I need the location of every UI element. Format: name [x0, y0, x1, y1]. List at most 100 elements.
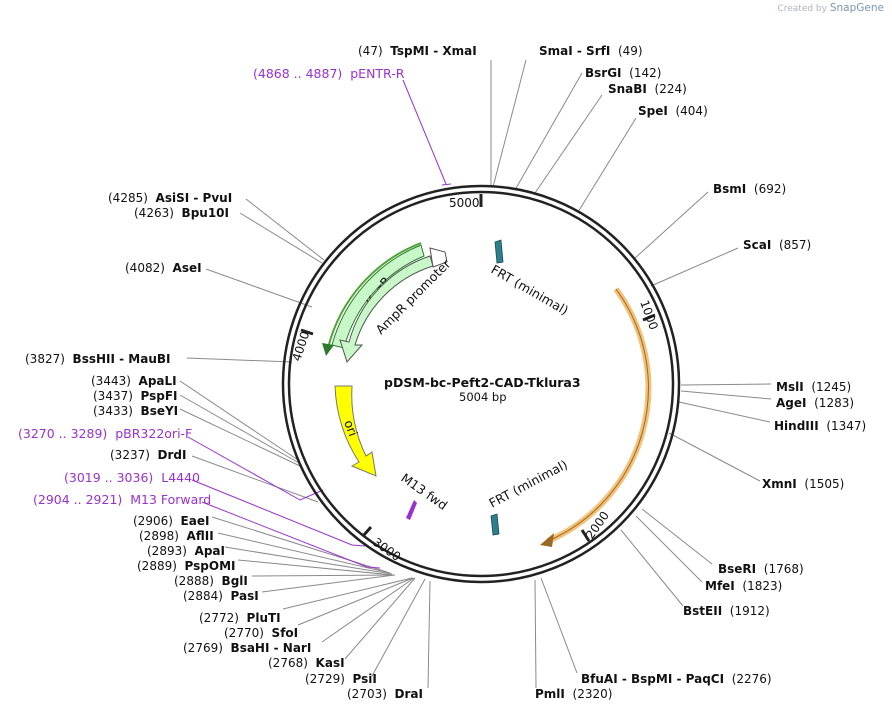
- site-label[interactable]: BfuAI - BspMI - PaqCI (2276): [581, 672, 772, 686]
- site-position: (857): [778, 238, 812, 252]
- site-enzyme: BsrGI: [585, 66, 622, 80]
- site-label[interactable]: (3827) BssHII - MauBI: [25, 352, 170, 366]
- site-label[interactable]: MfeI (1823): [705, 579, 782, 593]
- site-connector-lines: [179, 59, 772, 689]
- frt-marker-top: [494, 239, 504, 264]
- site-label[interactable]: PmlI (2320): [535, 687, 612, 701]
- primer-label[interactable]: (3270 .. 3289) pBR322ori-F: [18, 427, 192, 441]
- site-label[interactable]: HindIII (1347): [774, 419, 866, 433]
- ori-arrow: [334, 385, 377, 477]
- site-enzyme: BseYI: [140, 404, 179, 418]
- site-enzyme: XmnI: [762, 477, 797, 491]
- site-label[interactable]: AgeI (1283): [776, 396, 854, 410]
- site-label[interactable]: (2884) PasI: [183, 589, 259, 603]
- site-label[interactable]: (2768) KasI: [268, 656, 345, 670]
- site-label[interactable]: (2898) AflII: [139, 529, 214, 543]
- site-label[interactable]: (2770) SfoI: [224, 626, 298, 640]
- site-position: (1912): [729, 604, 770, 618]
- site-position: (47): [358, 44, 383, 58]
- site-label[interactable]: (2893) ApaI: [147, 544, 225, 558]
- site-enzyme: BsmI: [713, 182, 747, 196]
- site-position: (1347): [826, 419, 867, 433]
- site-enzyme: HindIII: [774, 419, 819, 433]
- site-position: (2769): [183, 641, 223, 655]
- credit-brand: SnapGene: [829, 2, 884, 14]
- site-label[interactable]: (4285) AsiSI - PvuI: [108, 191, 232, 205]
- m13-fwd-marker: [406, 500, 417, 520]
- ampr-promoter-arrow: [339, 247, 448, 363]
- primer-label[interactable]: (2904 .. 2921) M13 Forward: [33, 493, 211, 507]
- site-label[interactable]: SmaI - SrfI (49): [539, 44, 643, 58]
- plasmid-name: pDSM-bc-Peft2-CAD-Tklura3: [384, 375, 581, 390]
- site-position: (224): [654, 82, 687, 96]
- site-label[interactable]: BstEII (1912): [683, 604, 770, 618]
- site-enzyme: PspFI: [140, 389, 178, 403]
- site-enzyme: ScaI: [743, 238, 772, 252]
- site-label[interactable]: (2772) PluTI: [199, 611, 281, 625]
- site-position: (49): [617, 44, 643, 58]
- site-position: (1283): [814, 396, 855, 410]
- site-enzyme: BfuAI - BspMI - PaqCI: [581, 672, 725, 686]
- site-position: (2770): [224, 626, 264, 640]
- site-position: (3437): [93, 389, 133, 403]
- site-position: (4082): [125, 261, 165, 275]
- site-position: (3827): [25, 352, 65, 366]
- site-position: (692): [753, 182, 787, 196]
- frt-label-bottom: FRT (minimal): [486, 457, 570, 511]
- site-enzyme: BstEII: [683, 604, 723, 618]
- primer-range: (4868 .. 4887): [253, 66, 343, 81]
- tick-label-1000: 1000: [637, 298, 661, 331]
- primer-name: pBR322ori-F: [115, 426, 193, 441]
- site-position: (3443): [91, 374, 131, 388]
- site-label[interactable]: SpeI (404): [638, 104, 708, 118]
- site-label[interactable]: (2889) PspOMI: [137, 559, 235, 573]
- tick-marks: [300, 194, 656, 542]
- site-position: (2729): [305, 672, 345, 686]
- site-label[interactable]: (4263) Bpu10I: [134, 206, 229, 220]
- site-position: (4285): [108, 191, 148, 205]
- site-label[interactable]: (2703) DraI: [347, 687, 423, 701]
- primer-label[interactable]: (3019 .. 3036) L4440: [64, 471, 200, 485]
- site-label[interactable]: (2729) PsiI: [305, 672, 377, 686]
- site-position: (2276): [731, 672, 772, 686]
- site-enzyme: AflII: [186, 529, 214, 543]
- site-label[interactable]: (3433) BseYI: [93, 404, 178, 418]
- site-enzyme: DrdI: [157, 448, 187, 462]
- site-label[interactable]: (2769) BsaHI - NarI: [183, 641, 311, 655]
- tick-label-3000: 3000: [370, 535, 403, 564]
- site-enzyme: SfoI: [271, 626, 299, 640]
- site-position: (3433): [93, 404, 133, 418]
- site-label[interactable]: (3237) DrdI: [110, 448, 186, 462]
- site-label[interactable]: BseRI (1768): [718, 562, 804, 576]
- site-enzyme: AsiSI - PvuI: [155, 191, 233, 205]
- primer-connector-lines: [187, 79, 452, 569]
- site-enzyme: BseRI: [718, 562, 757, 576]
- site-position: (2320): [572, 687, 613, 701]
- site-label[interactable]: XmnI (1505): [762, 477, 844, 491]
- site-enzyme: EaeI: [180, 514, 210, 528]
- site-label[interactable]: MslI (1245): [776, 380, 851, 394]
- site-label[interactable]: BsmI (692): [713, 182, 786, 196]
- site-enzyme: PsiI: [352, 672, 377, 686]
- tick-label-5000: 5000: [449, 196, 480, 210]
- site-enzyme: AgeI: [776, 396, 807, 410]
- primer-label[interactable]: (4868 .. 4887) pENTR-R: [253, 67, 404, 81]
- site-label[interactable]: (47) TspMI - XmaI: [358, 44, 477, 58]
- m13-fwd-label: M13 fwd: [398, 470, 450, 513]
- site-enzyme: KasI: [315, 656, 345, 670]
- site-label[interactable]: (4082) AseI: [125, 261, 202, 275]
- site-label[interactable]: SnaBI (224): [608, 82, 687, 96]
- site-label[interactable]: (3437) PspFI: [93, 389, 178, 403]
- tick-label-4000: 4000: [290, 330, 313, 363]
- site-label[interactable]: (3443) ApaLI: [91, 374, 177, 388]
- site-label[interactable]: (2888) BglI: [174, 574, 248, 588]
- frt-marker-bottom: [490, 513, 500, 536]
- site-label[interactable]: (2906) EaeI: [133, 514, 209, 528]
- site-label[interactable]: ScaI (857): [743, 238, 811, 252]
- ori-label: ori: [341, 418, 361, 438]
- site-enzyme: SmaI - SrfI: [539, 44, 611, 58]
- site-position: (4263): [134, 206, 174, 220]
- site-label[interactable]: BsrGI (142): [585, 66, 661, 80]
- site-position: (3237): [110, 448, 150, 462]
- site-enzyme: BglI: [221, 574, 248, 588]
